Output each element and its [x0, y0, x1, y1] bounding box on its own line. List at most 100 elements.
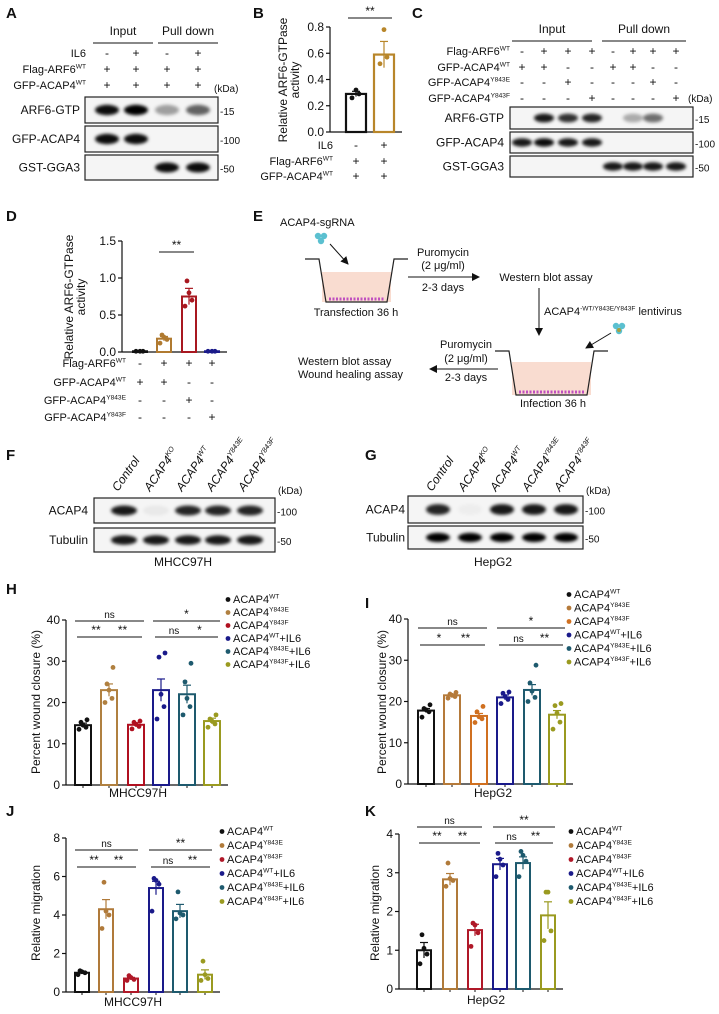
- panel-a-blot-label: GST-GGA3: [19, 161, 81, 175]
- chart-h-data-point: [207, 716, 213, 722]
- chart-h-legend-marker: [225, 662, 231, 667]
- panel-f-lane-label: Control: [109, 454, 143, 494]
- panel-label-d: D: [6, 208, 17, 225]
- chart-j-legend-marker: [219, 871, 225, 876]
- panel-label-f: F: [6, 447, 15, 464]
- chart-h-data-point: [131, 719, 137, 725]
- chart-k-legend-marker: [568, 857, 574, 862]
- panel-c-condition-sign: +: [588, 91, 595, 105]
- panel-c-condition-sign: -: [631, 75, 635, 89]
- chart-i-bar: [470, 714, 488, 785]
- chart-d-condition-sign: -: [187, 410, 191, 424]
- chart-i-data-point: [472, 720, 478, 725]
- chart-h-data-point: [161, 704, 167, 710]
- panel-g-kda-marker: -50: [585, 535, 600, 546]
- chart-j-legend-label: ACAP4Y843E: [227, 840, 283, 852]
- panel-a-kda-label: (kDa): [214, 84, 238, 95]
- chart-b-condition-sign: +: [380, 169, 387, 183]
- chart-h-data-point: [110, 665, 116, 670]
- chart-k-data-point: [520, 852, 526, 858]
- puromycin-dose: (2 μg/ml): [444, 353, 488, 365]
- chart-j-legend-label: ACAP4WT+IL6: [227, 868, 295, 880]
- chart-d-data-point: [157, 340, 163, 346]
- chart-i-significance-label: ns: [447, 617, 458, 628]
- panel-label-c: C: [412, 5, 423, 22]
- chart-i-legend-label: ACAP4WT+IL6: [574, 629, 642, 641]
- chart-h-bar: [203, 720, 221, 786]
- panel-f-blot-label: Tubulin: [49, 533, 88, 547]
- chart-b-y-tick-label: 0.4: [307, 73, 324, 87]
- chart-j-legend-label: ACAP4Y843F: [227, 854, 283, 866]
- chart-h-y-tick-label: 30: [47, 654, 61, 668]
- chart-b-data-point: [381, 27, 387, 33]
- chart-b-y-axis-label: activity: [288, 62, 302, 99]
- chart-h-y-tick-label: 0: [53, 778, 60, 792]
- chart-j-y-tick-label: 8: [53, 831, 60, 845]
- panel-f-kda-marker: -50: [277, 537, 292, 548]
- chart-b-data-point: [384, 54, 390, 60]
- chart-i-data-point: [557, 719, 563, 725]
- panel-c-condition-sign: -: [566, 91, 570, 105]
- chart-i-y-tick-label: 20: [389, 695, 403, 709]
- chart-i-data-point: [445, 695, 451, 701]
- infection-well: [495, 350, 608, 396]
- panel-g-blot-label: ACAP4: [366, 503, 406, 517]
- panel-a-condition-sign: +: [132, 62, 139, 76]
- panel-c-condition-sign: -: [611, 75, 615, 89]
- panel-c-condition-label: GFP-ACAP4Y843E: [428, 77, 511, 89]
- chart-h-data-point: [180, 712, 186, 718]
- chart-k-legend-label: ACAP4WT: [576, 826, 622, 838]
- panel-label-a: A: [6, 5, 17, 22]
- chart-d-condition-sign: +: [185, 356, 192, 370]
- chart-h-data-point: [104, 681, 110, 687]
- panel-c-band: [558, 113, 578, 123]
- chart-k-y-tick-label: 0: [386, 982, 393, 996]
- chart-d-data-point: [159, 332, 165, 338]
- chart-j-legend-marker: [219, 899, 225, 904]
- chart-k-bar: [467, 929, 483, 990]
- chart-j-data-point: [99, 926, 105, 931]
- chart-d-condition-sign: -: [138, 410, 142, 424]
- duration-label: 2-3 days: [445, 372, 488, 384]
- chart-d-condition-sign: +: [136, 375, 143, 389]
- chart-h-data-point: [184, 695, 190, 701]
- panel-g-band: [458, 532, 482, 543]
- panel-c-blot-label: GFP-ACAP4: [436, 136, 504, 150]
- transfection-well: [305, 258, 408, 303]
- chart-k-y-tick-label: 4: [386, 827, 393, 841]
- chart-k-data-point: [543, 889, 549, 895]
- chart-d-condition-sign: -: [162, 410, 166, 424]
- chart-j-data-point: [173, 916, 179, 922]
- chart-b-y-axis-label: Relative ARF6-GTPase: [276, 17, 290, 142]
- chart-d-condition-sign: +: [160, 375, 167, 389]
- panel-a-condition-sign: +: [132, 46, 139, 60]
- chart-i-legend-label: ACAP4WT: [574, 589, 620, 601]
- chart-j-bar: [148, 887, 164, 993]
- chart-j-data-point: [202, 972, 208, 978]
- panel-c-condition-sign: +: [518, 60, 525, 74]
- panel-f-cell-line: MHCC97H: [154, 555, 212, 569]
- chart-h-bar: [127, 723, 145, 787]
- chart-h-bar: [178, 693, 196, 786]
- chart-k-bar: [492, 863, 508, 990]
- chart-k-y-tick-label: 2: [386, 905, 393, 919]
- panel-c-condition-label: Flag-ARF6WT: [447, 46, 510, 58]
- chart-k-data-point: [470, 920, 476, 926]
- panel-f-kda-label: (kDa): [278, 486, 302, 497]
- chart-b-condition-sign: +: [352, 154, 359, 168]
- chart-h-data-point: [137, 718, 143, 724]
- chart-j-significance-label: **: [89, 853, 99, 867]
- chart-h-legend-marker: [225, 636, 231, 641]
- chart-h-significance-label: ns: [169, 626, 180, 637]
- chart-k-data-point: [475, 930, 481, 936]
- chart-i-legend-label: ACAP4Y843E+IL6: [574, 643, 652, 655]
- chart-i-data-point: [453, 690, 459, 695]
- panel-a-condition-sign: +: [103, 78, 110, 92]
- panel-label-g: G: [365, 447, 377, 464]
- chart-d-condition-sign: +: [208, 356, 215, 370]
- chart-i-data-point: [532, 694, 538, 700]
- panel-c-header: Input: [539, 22, 566, 36]
- chart-k-legend-marker: [568, 829, 574, 834]
- chart-k-data-point: [497, 856, 503, 862]
